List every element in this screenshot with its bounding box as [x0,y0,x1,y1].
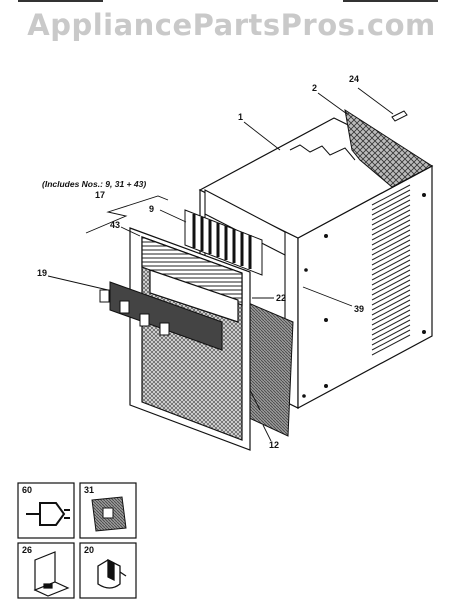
includes-note: (Includes Nos.: 9, 31 + 43) [42,179,146,189]
callout-2: 2 [312,83,317,93]
bracket-clip-icon [91,496,127,532]
watermark: AppliancePartsPros.com [27,8,436,42]
top-edge-line-left [18,0,103,2]
louver-assembly [184,209,263,276]
top-edge-line-right [343,0,438,2]
control-panel [99,281,223,351]
callout-43: 43 [110,220,120,230]
knob-icon [97,558,127,589]
cabinet-side-louvers [371,184,411,356]
callout-39: 39 [354,304,364,314]
leader-lines [47,87,394,442]
legend-box-20: 20 [79,542,137,599]
power-plug-icon [26,502,70,526]
legend-box-31: 31 [79,482,137,539]
callout-24: 24 [349,74,359,84]
callout-19: 19 [37,268,47,278]
callout-22: 22 [276,293,286,303]
part-24-clip [391,110,408,122]
legend-box-60: 60 [17,482,75,539]
cabinet-screws [302,193,426,398]
callout-9: 9 [149,204,154,214]
legend-label-20: 20 [84,545,94,555]
callout-17: 17 [95,190,105,200]
legend-label-60: 60 [22,485,32,495]
callout-12: 12 [269,440,279,450]
callout-1: 1 [238,112,243,122]
legend-label-26: 26 [22,545,32,555]
legend-box-26: 26 [17,542,75,599]
top-mesh-panel [289,108,433,188]
angle-bracket-icon [33,551,70,597]
legend-label-31: 31 [84,485,94,495]
